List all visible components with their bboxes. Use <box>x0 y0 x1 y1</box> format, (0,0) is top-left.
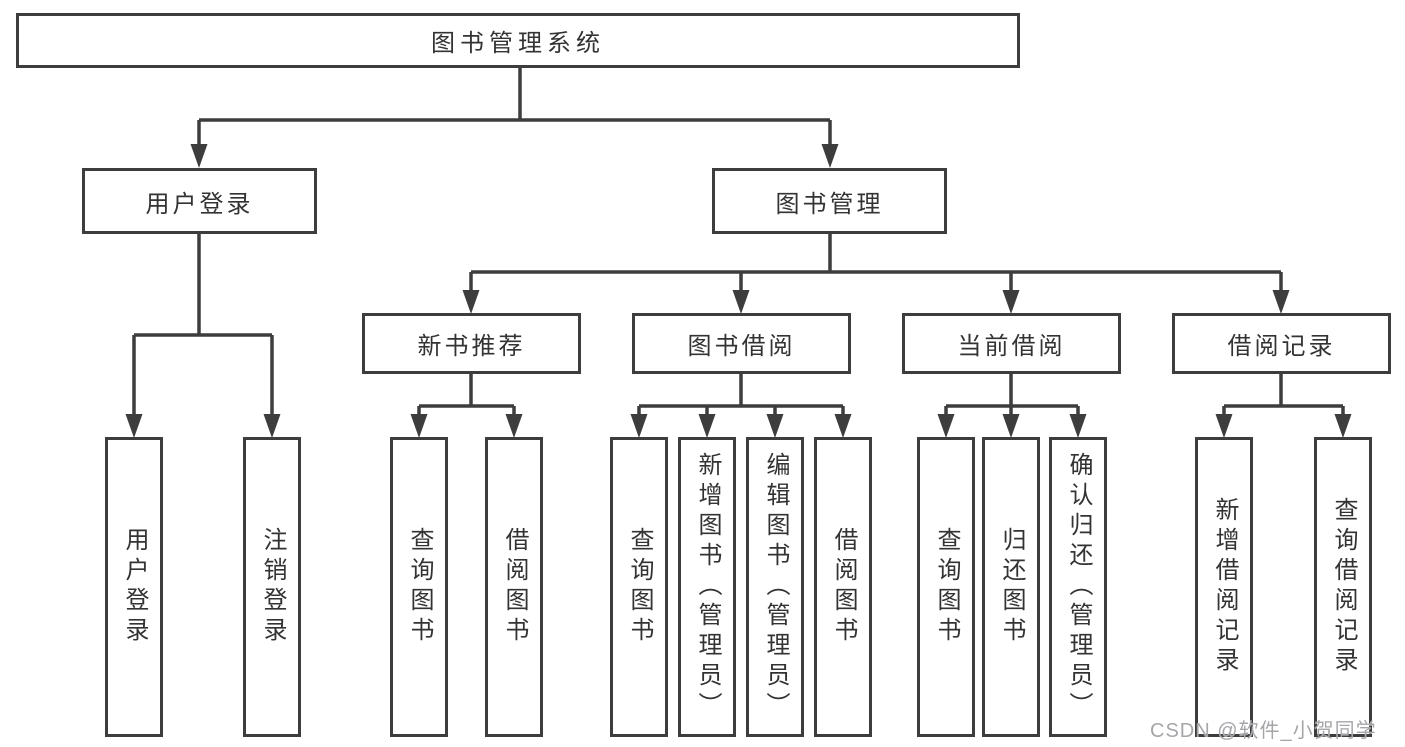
arrowhead <box>834 414 852 438</box>
arrowhead <box>1215 414 1233 438</box>
arrowhead <box>821 144 839 168</box>
node-new-book-recommend: 新书推荐 <box>362 313 581 374</box>
leaf-user-login: 用户登录 <box>105 437 163 737</box>
leaf-cb-confirm-return-admin: 确认归还（管理员） <box>1049 437 1107 737</box>
node-book-borrow: 图书借阅 <box>632 313 851 374</box>
arrowhead <box>630 414 648 438</box>
connector-path-borrow-record-group <box>1222 374 1345 430</box>
leaf-bb-borrow-books: 借阅图书 <box>814 437 872 737</box>
leaf-bb-add-books-admin: 新增图书（管理员） <box>678 437 736 737</box>
arrowhead <box>1002 290 1020 314</box>
arrowhead <box>190 144 208 168</box>
leaf-bb-query-books: 查询图书 <box>610 437 668 737</box>
leaf-label: 归还图书 <box>998 527 1025 647</box>
csdn-watermark: CSDN @软件_小贺同学 <box>1150 720 1377 742</box>
arrowhead <box>698 414 716 438</box>
leaf-label: 新增图书（管理员） <box>694 452 721 722</box>
arrowhead <box>263 414 281 438</box>
leaf-label: 查询图书 <box>933 527 960 647</box>
arrowhead <box>1272 290 1290 314</box>
leaf-label: 编辑图书（管理员） <box>762 452 789 722</box>
leaf-br-add-borrow-record: 新增借阅记录 <box>1195 437 1253 737</box>
arrowhead <box>1069 414 1087 438</box>
node-book-management: 图书管理 <box>712 168 947 234</box>
leaf-cb-query-books: 查询图书 <box>917 437 975 737</box>
arrowhead <box>1002 414 1020 438</box>
arrowhead <box>125 414 143 438</box>
leaf-label: 确认归还（管理员） <box>1065 452 1092 722</box>
connector-path-book-borrow-group <box>637 374 845 430</box>
node-current-borrow: 当前借阅 <box>902 313 1121 374</box>
connector-path-new-book-group <box>417 374 516 430</box>
arrowhead <box>410 414 428 438</box>
arrowhead <box>732 290 750 314</box>
leaf-cb-return-books: 归还图书 <box>982 437 1040 737</box>
arrowhead <box>1334 414 1352 438</box>
node-user-login: 用户登录 <box>82 168 317 234</box>
connector-path-user-login-group <box>132 233 274 429</box>
leaf-br-query-borrow-record: 查询借阅记录 <box>1314 437 1372 737</box>
leaf-nb-query-books: 查询图书 <box>390 437 448 737</box>
arrowhead <box>505 414 523 438</box>
connector-path-current-borrow-group <box>944 374 1080 430</box>
leaf-label: 借阅图书 <box>501 527 528 647</box>
arrowhead <box>462 290 480 314</box>
leaf-nb-borrow-books: 借阅图书 <box>485 437 543 737</box>
leaf-label: 新增借阅记录 <box>1211 497 1238 677</box>
leaf-label: 查询图书 <box>626 527 653 647</box>
arrowhead <box>937 414 955 438</box>
connector-path-book-management-group <box>469 234 1283 306</box>
leaf-label: 借阅图书 <box>830 527 857 647</box>
connector-path-root <box>197 67 832 157</box>
leaf-label: 查询图书 <box>406 527 433 647</box>
leaf-label: 查询借阅记录 <box>1330 497 1357 677</box>
node-borrow-record: 借阅记录 <box>1172 313 1391 374</box>
leaf-label: 注销登录 <box>259 527 286 647</box>
leaf-label: 用户登录 <box>121 527 148 647</box>
leaf-bb-edit-books-admin: 编辑图书（管理员） <box>746 437 804 737</box>
leaf-logout: 注销登录 <box>243 437 301 737</box>
arrowhead <box>766 414 784 438</box>
node-library-management-system: 图书管理系统 <box>16 13 1020 68</box>
